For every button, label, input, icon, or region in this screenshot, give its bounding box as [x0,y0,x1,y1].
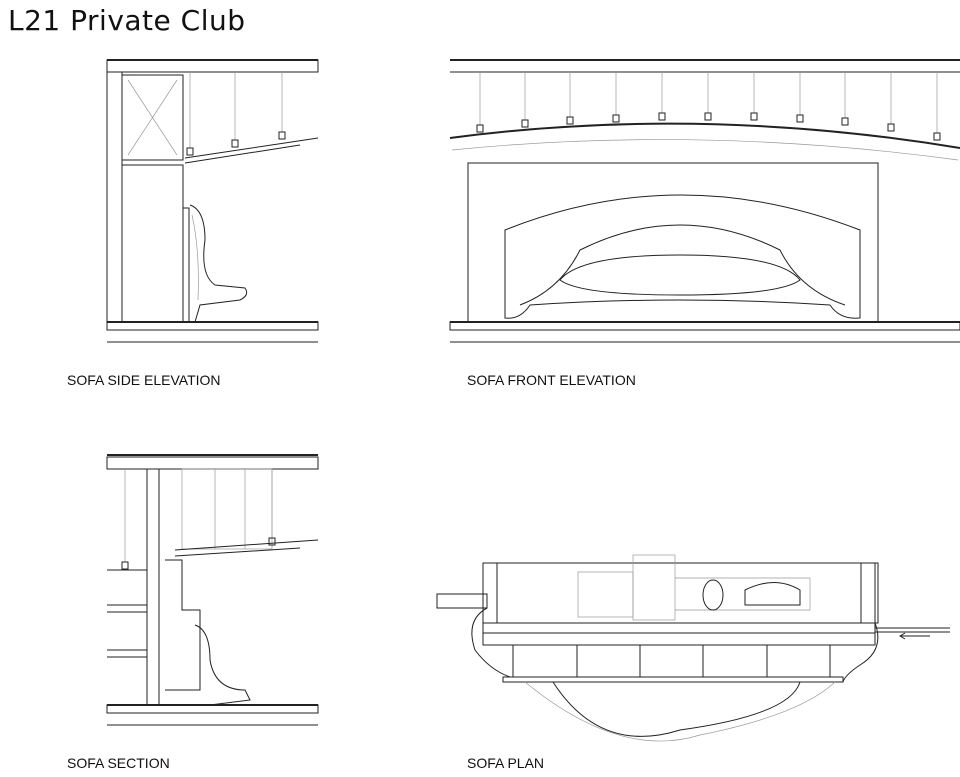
sheet-title: L21 Private Club [8,4,246,37]
sofa-side-elevation-drawing [106,59,319,343]
sofa-plan-drawing [436,554,950,742]
drawing-label-side-elevation: SOFA SIDE ELEVATION [67,372,221,388]
drawing-label-plan: SOFA PLAN [467,755,545,771]
drawing-label-section: SOFA SECTION [67,755,170,771]
drawing-label-front-elevation: SOFA FRONT ELEVATION [467,372,636,388]
sofa-section-drawing [106,454,319,726]
sofa-front-elevation-drawing [449,59,960,343]
